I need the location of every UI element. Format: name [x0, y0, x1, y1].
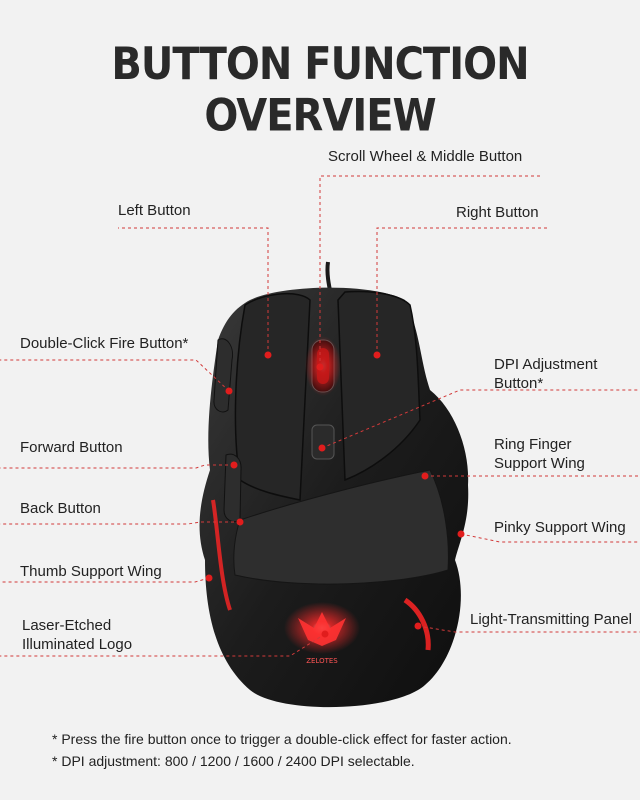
label-forward-button: Forward Button: [20, 439, 123, 456]
label-dpi-line2: Button*: [494, 375, 544, 392]
dot-logo: [321, 630, 329, 638]
dot-thumb: [205, 574, 213, 582]
dot-forward: [230, 461, 238, 469]
label-scroll-wheel: Scroll Wheel & Middle Button: [328, 148, 523, 165]
label-thumb-wing: Thumb Support Wing: [20, 563, 162, 580]
label-dpi-adjustment: DPI Adjustment Button*: [494, 355, 597, 393]
left-button-shape: [234, 292, 311, 501]
logo-text: ZELOTES: [306, 657, 338, 665]
page-title: BUTTON FUNCTION OVERVIEW: [111, 38, 529, 142]
thumb-glow-strip: [211, 499, 232, 611]
label-double-click-fire: Double-Click Fire Button*: [20, 335, 189, 352]
label-light-panel: Light-Transmitting Panel: [470, 611, 633, 628]
footnotes: * Press the fire button once to trigger …: [52, 728, 512, 772]
dot-light: [414, 622, 422, 630]
callout-dots: [205, 351, 465, 638]
label-ring-line1: Ring Finger: [494, 436, 572, 453]
dpi-button: [311, 424, 335, 460]
dot-scroll: [316, 363, 324, 371]
footnote-fire: * Press the fire button once to trigger …: [52, 731, 512, 747]
dot-fire: [225, 387, 233, 395]
dot-pinky: [457, 530, 465, 538]
dot-back: [236, 518, 244, 526]
logo-wings: [298, 612, 346, 646]
dot-dpi: [318, 444, 326, 452]
palm-panel: [233, 469, 449, 585]
right-button-shape: [337, 290, 421, 482]
dot-left: [264, 351, 272, 359]
dot-right: [373, 351, 381, 359]
leader-lines: [0, 175, 640, 657]
label-left-button: Left Button: [118, 202, 191, 219]
label-logo-line1: Laser-Etched: [22, 617, 112, 634]
label-back-button: Back Button: [20, 500, 101, 517]
label-illuminated-logo: Laser-Etched Illuminated Logo: [22, 616, 132, 654]
label-pinky-wing: Pinky Support Wing: [494, 519, 626, 536]
label-ring-finger-wing: Ring Finger Support Wing: [494, 435, 585, 473]
label-dpi-line1: DPI Adjustment: [494, 356, 598, 373]
footnote-dpi: * DPI adjustment: 800 / 1200 / 1600 / 24…: [52, 753, 415, 769]
light-panel-glow: [403, 597, 431, 651]
label-right-button: Right Button: [456, 204, 539, 221]
label-logo-line2: Illuminated Logo: [22, 636, 133, 653]
label-ring-line2: Support Wing: [494, 455, 585, 472]
dot-ring: [421, 472, 429, 480]
